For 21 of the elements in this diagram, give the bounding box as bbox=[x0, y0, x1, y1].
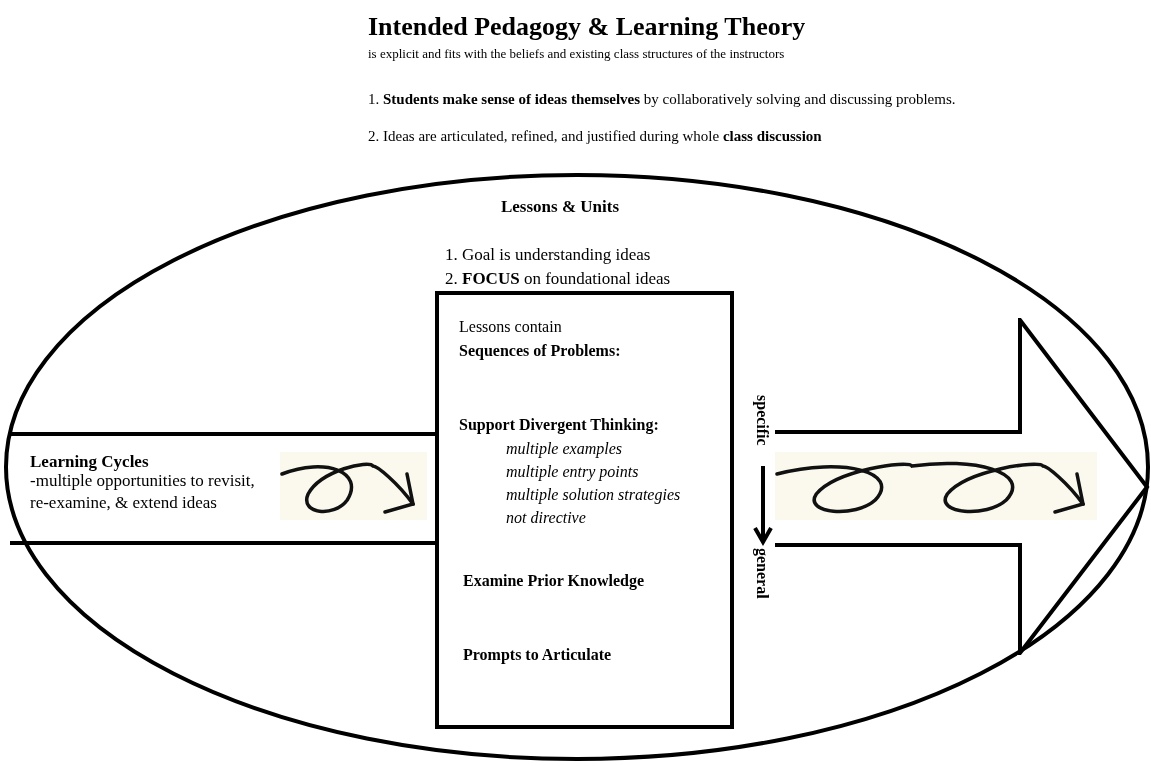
title: Intended Pedagogy & Learning Theory bbox=[368, 12, 806, 42]
list-item: not directive bbox=[506, 508, 587, 528]
direction-label: specific bbox=[752, 395, 772, 446]
direction-label: general bbox=[752, 548, 772, 599]
arrow-heading: Learning Cycles bbox=[30, 451, 150, 473]
arrow-text: -multiple opportunities to revisit, re-examine, & extend ideas bbox=[30, 471, 256, 514]
subtitle: is explicit and fits with the beliefs and existing class structures of the instructors bbox=[368, 45, 786, 63]
lesson-box bbox=[435, 291, 734, 729]
principle-text: 2. Ideas are articulated, refined, and justified during whole class discussion bbox=[368, 127, 823, 146]
list-item: multiple entry points bbox=[506, 462, 640, 483]
box-heading: Sequences of Problems: bbox=[459, 341, 622, 362]
box-text: Lessons contain bbox=[459, 317, 563, 337]
list-item: multiple solution strategies bbox=[506, 485, 682, 506]
section-heading: Lessons & Units bbox=[499, 196, 621, 218]
box-heading: Examine Prior Knowledge bbox=[463, 571, 646, 592]
principle-text: 1. Students make sense of ideas themselves by collaboratively solving and discussing problems. bbox=[368, 90, 957, 109]
box-heading: Prompts to Articulate bbox=[463, 645, 613, 666]
list-item: multiple examples bbox=[506, 439, 623, 460]
list-item: 1. Goal is understanding ideas bbox=[445, 244, 652, 266]
list-item: 2. FOCUS on foundational ideas bbox=[445, 268, 672, 290]
box-heading: Support Divergent Thinking: bbox=[459, 415, 660, 436]
